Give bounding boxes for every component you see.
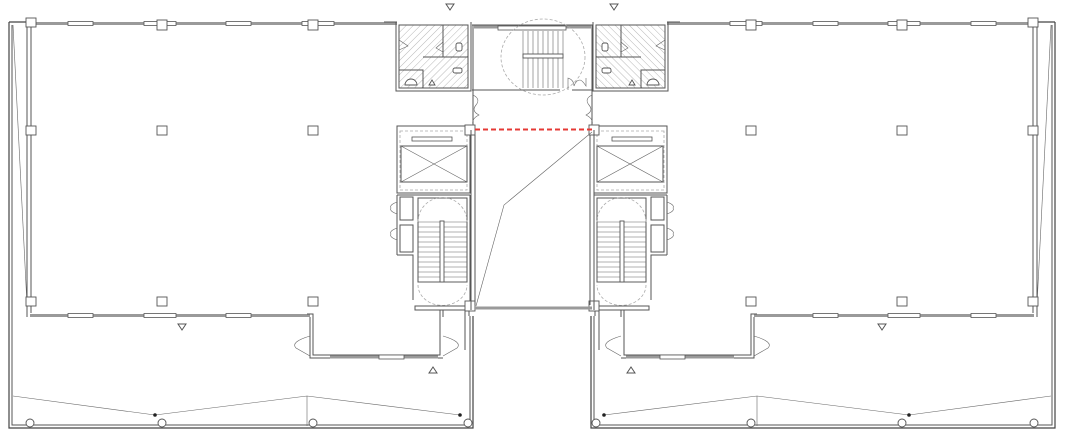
double-door	[567, 77, 587, 90]
right-wing	[587, 2, 1057, 430]
atrium-door	[472, 94, 480, 126]
central-core	[470, 18, 595, 310]
left-wing	[7, 2, 477, 430]
guide-line	[475, 131, 593, 307]
atrium-door	[585, 94, 593, 126]
